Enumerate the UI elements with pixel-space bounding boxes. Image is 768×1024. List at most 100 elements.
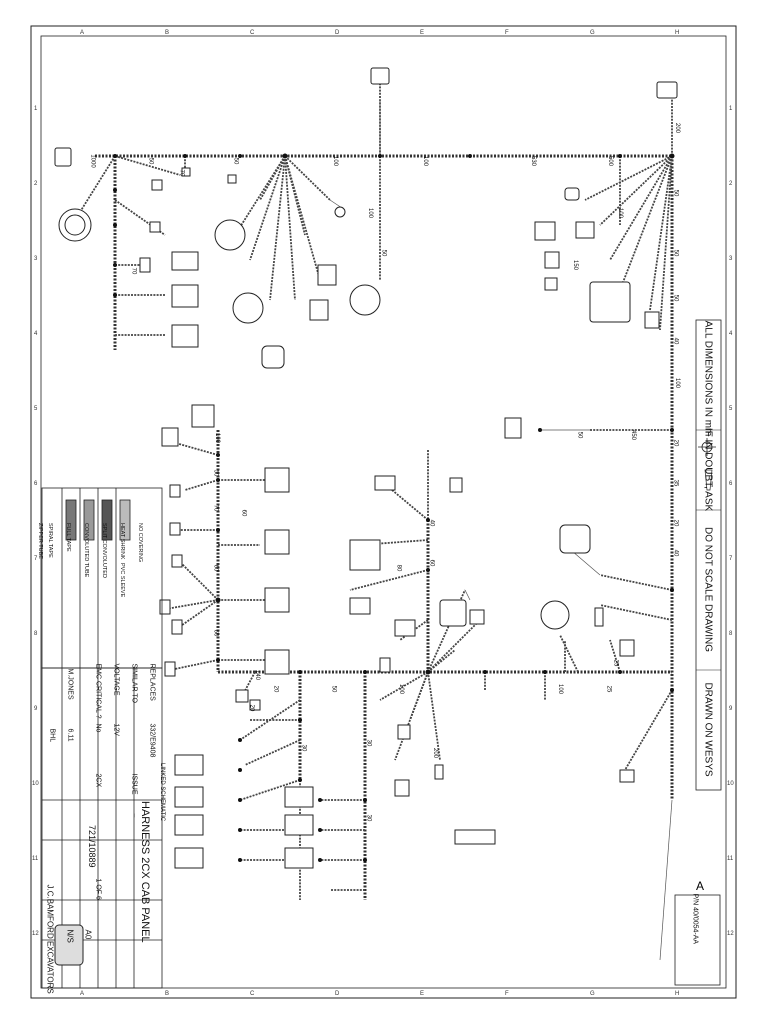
row-12-left: 12 — [32, 931, 39, 937]
splice-nodes — [113, 153, 675, 862]
connector — [544, 251, 560, 269]
dim-label: 25 — [605, 685, 612, 693]
replaces-value: 332/E9408 — [148, 723, 156, 758]
connector — [370, 67, 390, 85]
fan-7 — [284, 155, 306, 236]
connector — [284, 814, 314, 836]
legend-split: SPLIT CONVOLUTED — [101, 523, 107, 578]
dim-label: 100 — [617, 207, 624, 219]
connector — [544, 277, 558, 291]
rfan-1 — [584, 155, 673, 201]
connector — [161, 427, 179, 447]
row-2-left: 2 — [34, 181, 38, 187]
drawing-title: HARNESS 2CX CAB PANEL — [139, 801, 151, 943]
connectors — [54, 67, 678, 869]
harness-trunks — [95, 154, 674, 900]
round-connector — [64, 214, 86, 236]
fan-6 — [284, 155, 331, 201]
blbr-3 — [239, 779, 301, 801]
connector — [394, 619, 416, 637]
node — [538, 428, 542, 432]
row-5-left: 5 — [34, 406, 38, 412]
connector — [504, 417, 522, 439]
connector — [169, 522, 181, 536]
node — [282, 153, 288, 159]
dim-label: 20 — [672, 519, 679, 527]
rfan-3 — [609, 155, 673, 261]
connector — [284, 786, 314, 808]
row-4-right: 4 — [729, 331, 733, 337]
dim-label: 140 — [254, 669, 261, 681]
connector — [349, 539, 381, 571]
dim-label: 70 — [178, 169, 185, 177]
dim-label: 200 — [432, 747, 439, 759]
connector — [264, 587, 290, 613]
connector — [151, 179, 163, 191]
connector — [249, 699, 261, 711]
dim-label: 530 — [530, 155, 537, 167]
wire-4 — [659, 799, 673, 961]
node — [216, 453, 220, 457]
dim-label: 50 — [212, 469, 219, 477]
dim-label: 60 — [240, 509, 247, 517]
connector — [559, 524, 591, 554]
connector — [171, 284, 199, 308]
col-G-top: G — [590, 30, 595, 36]
dim-label: 200 — [674, 122, 681, 134]
fan-5 — [284, 155, 321, 281]
connector — [434, 764, 444, 780]
col-E-bottom: E — [420, 991, 424, 997]
connector — [159, 599, 171, 615]
dim-label: 40 — [672, 549, 679, 557]
row-10-right: 10 — [727, 781, 734, 787]
rbr-3 — [599, 604, 673, 621]
sheet-inner-border — [40, 35, 727, 989]
dim-label: 50 — [672, 294, 679, 302]
row-8-left: 8 — [34, 631, 38, 637]
col-H-bottom: H — [675, 991, 679, 997]
connector — [227, 174, 237, 184]
connector — [264, 529, 290, 555]
dim-label: 20 — [672, 439, 679, 447]
col-C-top: C — [250, 30, 255, 36]
dim-label: 50 — [330, 685, 337, 693]
branch-tl-3 — [114, 199, 166, 236]
view-marker: A — [696, 879, 704, 893]
connector — [309, 299, 329, 321]
connector — [174, 847, 204, 869]
cbr-3 — [349, 569, 429, 591]
connector — [174, 786, 204, 808]
dim-label: 60 — [212, 564, 219, 572]
rfan-2 — [599, 155, 673, 226]
col-B-bottom: B — [165, 991, 169, 997]
node — [425, 669, 431, 675]
node — [543, 670, 547, 674]
connector — [171, 554, 183, 568]
connector — [644, 311, 660, 329]
connector — [264, 649, 290, 675]
col-A-top: A — [80, 30, 84, 36]
lbr-2 — [184, 479, 219, 491]
dim-label: 30 — [365, 814, 372, 822]
node — [113, 223, 117, 227]
dim-label: 80 — [395, 564, 402, 572]
row-8-right: 8 — [729, 631, 733, 637]
connector — [397, 724, 411, 740]
cbr-8 — [394, 671, 429, 761]
node — [483, 670, 487, 674]
node — [669, 153, 675, 159]
sheet-outer-border — [30, 25, 737, 999]
rfan-6 — [659, 155, 673, 331]
dim-label: 500 — [607, 155, 614, 167]
rbr-2 — [599, 574, 673, 591]
legend-heatshrink: HEAT SHRINK — [119, 523, 125, 560]
dim-label: 70 — [130, 267, 137, 275]
node — [363, 798, 367, 802]
dim-label: 20 — [248, 704, 255, 712]
node — [298, 778, 302, 782]
dim-label: 150 — [572, 259, 579, 271]
connector — [589, 281, 631, 323]
node — [468, 154, 472, 158]
legend-zipper: ZIPPER TUBE — [37, 523, 43, 559]
dim-label: 100 — [398, 683, 405, 695]
